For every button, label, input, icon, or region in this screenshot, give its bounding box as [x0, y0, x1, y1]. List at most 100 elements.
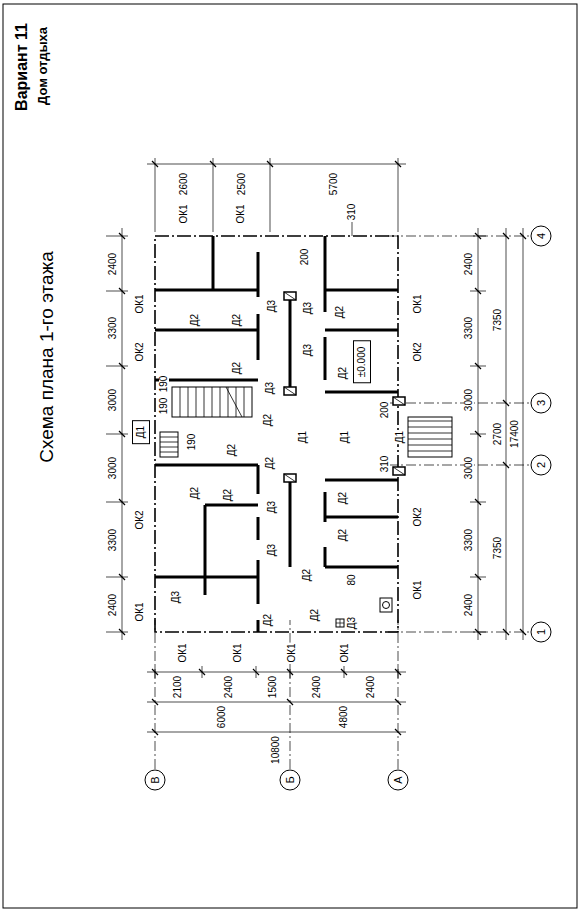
opening-mark: Д3	[267, 500, 277, 514]
label-box: ±0.000	[353, 341, 371, 384]
pilaster-hatch	[284, 292, 296, 300]
dimension-text: 2500	[237, 172, 247, 196]
opening-mark: Д2	[335, 305, 345, 319]
dimension-text: 2400	[312, 675, 322, 699]
step-tread	[408, 427, 452, 428]
opening-mark: Д2	[232, 313, 242, 327]
dimension-text: 10800	[271, 735, 281, 765]
dimension-tick	[119, 431, 125, 437]
dimension-tick	[475, 499, 481, 505]
interior-wall	[324, 547, 327, 567]
dimension-tick	[520, 629, 526, 635]
axis-line	[388, 403, 530, 404]
opening-mark: Д1	[298, 430, 308, 444]
interior-wall	[325, 479, 398, 482]
entrance-pier	[393, 467, 405, 475]
opening-mark: ОК1	[340, 642, 350, 663]
axis-mark: 1	[536, 629, 547, 635]
interior-wall	[155, 329, 258, 332]
stair-tread	[212, 387, 213, 417]
dimension-tick	[503, 629, 509, 635]
dimension-tick	[475, 363, 481, 369]
stair-tread	[188, 387, 189, 417]
interior-wall	[325, 391, 398, 394]
sheet-frame	[3, 4, 577, 908]
dimension-text: 190	[159, 375, 169, 394]
pilaster	[284, 387, 296, 395]
dimension-text: 2400	[366, 675, 376, 699]
stair-tread	[204, 387, 205, 417]
dimension-text: 2400	[108, 593, 118, 617]
dimension-tick	[341, 669, 347, 675]
opening-mark: Д2	[265, 456, 275, 470]
stair-flight	[160, 432, 178, 457]
dimension-line	[147, 702, 406, 703]
interior-wall	[155, 379, 258, 382]
dimension-text: 3300	[108, 316, 118, 340]
dimension-tick	[503, 400, 509, 406]
sheet-title: Схема плана 1-го этажа	[37, 250, 56, 464]
stair-tread	[160, 437, 178, 438]
interior-wall	[212, 236, 215, 290]
dimension-text: 3000	[464, 388, 474, 412]
dimension-text: 1500	[268, 675, 278, 699]
opening-mark: Д2	[338, 366, 348, 380]
pilaster	[284, 474, 296, 482]
dimension-text: 190	[159, 397, 169, 416]
extension-line	[106, 502, 128, 503]
dimension-tick	[152, 699, 158, 705]
dimension-text: 6000	[217, 705, 227, 729]
dimension-tick	[152, 729, 158, 735]
dimension-text: 3000	[108, 388, 118, 412]
stair-tread	[160, 452, 178, 453]
dimension-text: 3300	[464, 528, 474, 552]
pilaster-hatch	[284, 387, 296, 395]
interior-wall	[155, 289, 258, 292]
extension-line	[213, 158, 214, 232]
interior-wall	[325, 516, 398, 519]
step-tread	[408, 439, 452, 440]
extension-line	[270, 158, 271, 232]
dimension-tick	[119, 363, 125, 369]
dimension-text: 7350	[493, 308, 503, 332]
axis-bubble: 2	[531, 455, 552, 476]
stair-break-line	[226, 387, 242, 417]
opening-mark: Д2	[338, 491, 348, 505]
dimension-tick	[267, 161, 273, 167]
label-box: Д1	[132, 420, 150, 444]
dimension-tick	[475, 574, 481, 580]
interior-wall	[205, 504, 258, 507]
dimension-tick	[210, 161, 216, 167]
opening-mark: ОК2	[413, 341, 423, 362]
pilaster	[284, 292, 296, 300]
dimension-tick	[475, 233, 481, 239]
dimension-text: 17400	[510, 419, 520, 449]
opening-mark: Д3	[347, 616, 357, 630]
stair-tread	[180, 387, 181, 417]
step-tread	[408, 421, 452, 422]
axis-bubble: 1	[531, 622, 552, 643]
opening-mark: Д1	[340, 430, 350, 444]
opening-mark: Д2	[302, 568, 312, 582]
axis-bubble: 3	[531, 393, 552, 414]
opening-mark: Д2	[190, 313, 200, 327]
dimension-text: 3000	[108, 456, 118, 480]
step-tread	[408, 433, 452, 434]
dimension-text: 2100	[173, 675, 183, 699]
opening-mark: Д3	[303, 343, 313, 357]
dimension-tick	[152, 161, 158, 167]
dimension-text: 190	[187, 433, 197, 452]
axis-bubble: В	[145, 770, 166, 791]
dimension-text: 3300	[464, 316, 474, 340]
interior-wall	[324, 337, 327, 380]
opening-mark: Д2	[232, 361, 242, 375]
extension-line	[106, 434, 128, 435]
dimension-tick	[475, 431, 481, 437]
interior-wall	[289, 482, 292, 567]
interior-wall	[257, 252, 260, 297]
dimension-tick	[119, 288, 125, 294]
toilet-bowl	[383, 602, 390, 609]
stair-tread	[160, 442, 178, 443]
dimension-line	[506, 228, 507, 640]
